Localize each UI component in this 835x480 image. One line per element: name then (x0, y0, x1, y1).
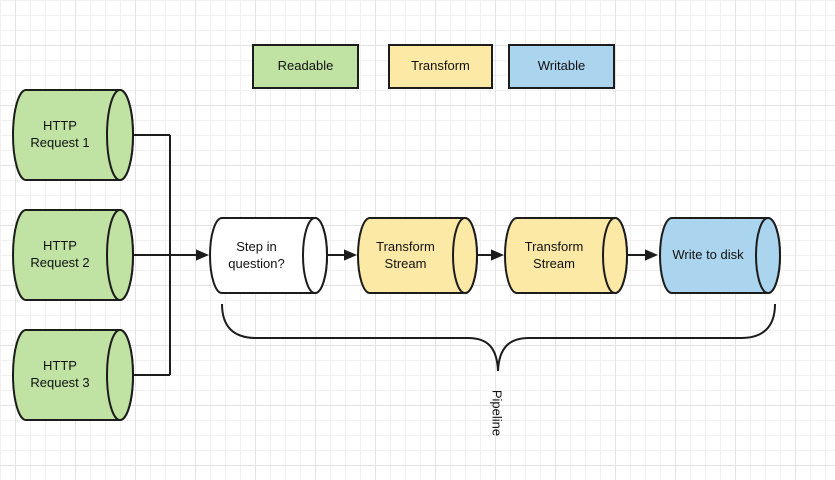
legend-writable-swatch[interactable] (508, 44, 615, 89)
source-cylinder-3[interactable] (12, 329, 134, 421)
arrowhead-icon (645, 249, 658, 261)
cylinder-cap (755, 217, 781, 294)
legend-transform-swatch[interactable] (388, 44, 493, 89)
arrow-transform1-to-transform2[interactable] (477, 249, 504, 261)
step-cylinder[interactable] (209, 217, 328, 294)
cylinder-cap (106, 209, 134, 301)
arrowhead-icon (491, 249, 504, 261)
source-merge-connector[interactable] (133, 134, 209, 376)
transform-cylinder-2[interactable] (504, 217, 628, 294)
arrowhead-icon (344, 249, 357, 261)
source-cylinder-2[interactable] (12, 209, 134, 301)
source-cylinder-1[interactable] (12, 89, 134, 181)
arrow-step-to-transform1[interactable] (327, 249, 357, 261)
legend-readable-swatch[interactable] (252, 44, 359, 89)
transform-cylinder-1[interactable] (357, 217, 478, 294)
cylinder-cap (106, 329, 134, 421)
cylinder-cap (602, 217, 628, 294)
cylinder-cap (452, 217, 478, 294)
legend (252, 44, 615, 89)
writable-cylinder[interactable] (659, 217, 781, 294)
arrowhead-icon (196, 249, 209, 261)
arrow-transform2-to-writable[interactable] (627, 249, 658, 261)
cylinder-cap (302, 217, 328, 294)
connector-line (133, 134, 197, 376)
cylinder-cap (106, 89, 134, 181)
pipeline-brace[interactable] (221, 303, 776, 372)
